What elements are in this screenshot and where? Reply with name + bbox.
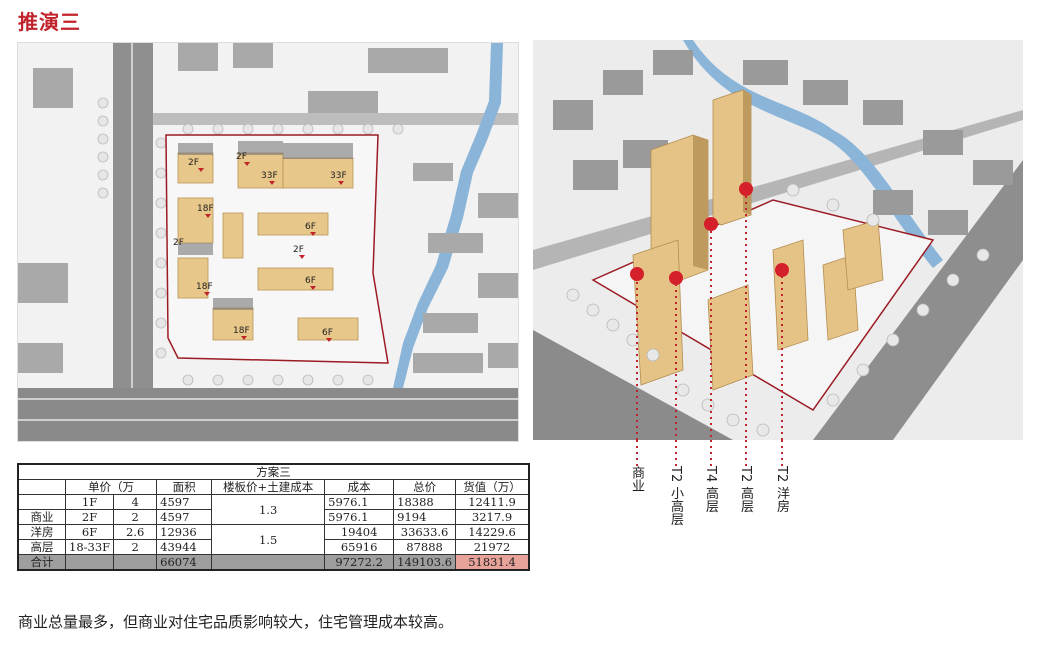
perspective-labels: 商业 T2 小高层 T4 高层 T2 高层 T2 洋房	[620, 466, 800, 526]
scheme-table: 方案三 单价（万 面积 楼板价+土建成本 成本 总价 货值（万） 1F 4 45…	[17, 463, 531, 571]
floor-label: 2F	[188, 158, 199, 168]
ratio-cell: 1.3	[211, 494, 326, 525]
table-caption: 方案三	[17, 463, 530, 480]
ratio-cell: 1.5	[211, 524, 326, 555]
floor-label: 33F	[261, 171, 278, 181]
floor-label: 6F	[305, 276, 316, 286]
floor-label: 2F	[173, 238, 184, 248]
floor-label: 6F	[305, 222, 316, 232]
header-area: 面积	[156, 479, 213, 495]
callout-leaders	[636, 440, 783, 468]
label-t2-highrise: T2 高层	[738, 466, 753, 513]
label-t2-villa: T2 洋房	[774, 466, 789, 513]
table-row: 高层 18-33F 2 43944 65916 87888 21972	[17, 539, 530, 555]
header-unit-price: 单价（万	[64, 479, 158, 495]
floor-label: 18F	[196, 282, 213, 292]
table-total-row: 合计 66074 97272.2 149103.6 51831.4	[17, 554, 530, 571]
summary-note: 商业总量最多，但商业对住宅品质影响较大，住宅管理成本较高。	[18, 613, 454, 631]
table-header-row: 单价（万 面积 楼板价+土建成本 成本 总价 货值（万）	[17, 479, 530, 495]
header-total: 总价	[393, 479, 457, 495]
floor-label: 18F	[197, 204, 214, 214]
table-row: 1F 4 4597 1.3 5976.1 18388 12411.9	[17, 494, 530, 525]
floor-label: 2F	[293, 245, 304, 255]
floor-label: 18F	[233, 326, 250, 336]
site-plan-image: 2F 2F 33F 33F 18F 6F 2F 2F 18F 6F 18F 6F	[17, 42, 519, 442]
label-t2-midrise: T2 小高层	[668, 466, 683, 526]
table-row: 洋房 6F 2.6 12936 1.5 19404 33633.6 14229.…	[17, 524, 530, 555]
header-land-cost: 楼板价+土建成本	[211, 479, 326, 495]
perspective-render-image	[533, 40, 1023, 440]
floor-label: 33F	[330, 171, 347, 181]
page-title: 推演三	[18, 10, 81, 34]
header-cost: 成本	[324, 479, 395, 495]
label-commercial: 商业	[629, 466, 644, 492]
label-t4-highrise: T4 高层	[703, 466, 718, 513]
floor-label: 6F	[322, 328, 333, 338]
header-value: 货值（万）	[455, 479, 530, 495]
floor-label: 2F	[236, 152, 247, 162]
